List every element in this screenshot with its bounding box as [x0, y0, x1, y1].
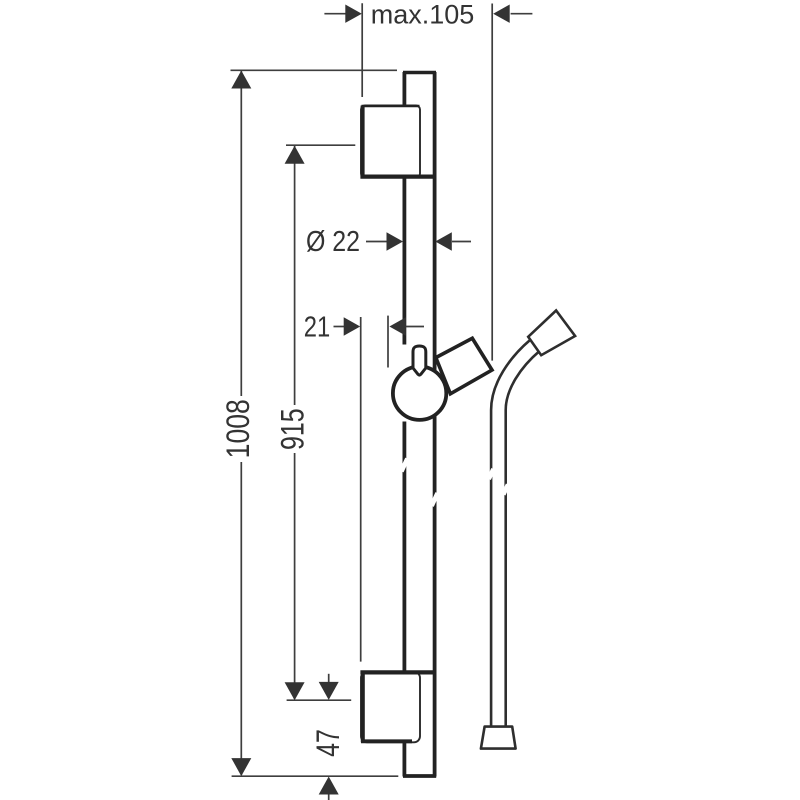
svg-text:47: 47: [311, 729, 347, 757]
svg-text:Ø 22: Ø 22: [306, 225, 360, 257]
svg-text:max.105: max.105: [371, 0, 475, 30]
svg-text:1008: 1008: [221, 399, 257, 458]
svg-text:21: 21: [304, 310, 330, 343]
svg-text:915: 915: [276, 408, 312, 450]
